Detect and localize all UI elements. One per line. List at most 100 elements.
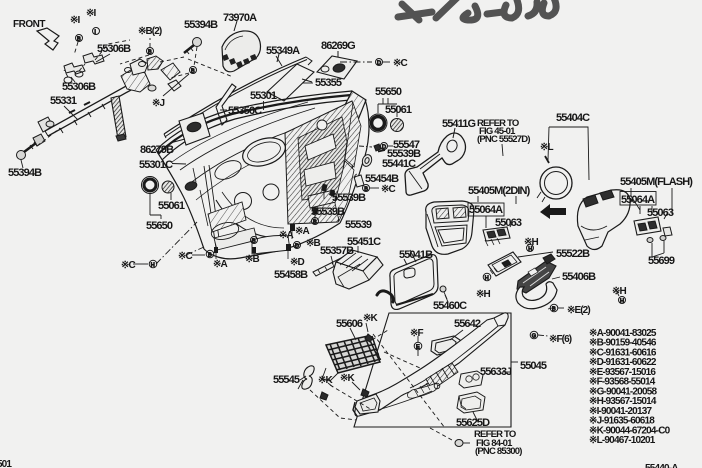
svg-text:※B(2): ※B(2) (138, 26, 162, 37)
svg-text:B: B (77, 37, 81, 43)
svg-text:REFER TO: REFER TO (477, 118, 519, 129)
svg-text:FIG 45-01: FIG 45-01 (479, 126, 516, 137)
svg-text:55606: 55606 (336, 318, 363, 330)
svg-text:G: G (532, 334, 536, 340)
svg-text:※H: ※H (524, 237, 538, 248)
svg-text:※G-90041-20058: ※G-90041-20058 (589, 386, 657, 397)
svg-text:D: D (382, 145, 386, 151)
svg-text:55633J: 55633J (480, 366, 512, 378)
svg-text:55306B: 55306B (62, 81, 96, 93)
svg-text:※L: ※L (540, 142, 553, 153)
svg-text:55454B: 55454B (365, 173, 399, 185)
svg-text:※A: ※A (295, 226, 309, 237)
svg-text:※C: ※C (121, 260, 135, 271)
svg-text:※F(6): ※F(6) (549, 334, 572, 345)
svg-text:※F: ※F (410, 328, 423, 339)
svg-text:I: I (94, 30, 96, 36)
svg-text:55394B: 55394B (8, 167, 42, 179)
svg-text:55041B: 55041B (399, 249, 433, 261)
svg-text:※H: ※H (476, 289, 490, 300)
svg-text:55539B: 55539B (311, 206, 345, 218)
svg-text:※I: ※I (70, 15, 80, 26)
svg-text:※H-93567-15014: ※H-93567-15014 (589, 396, 657, 407)
svg-text:55406B: 55406B (562, 271, 596, 283)
svg-text:※K: ※K (318, 375, 333, 386)
svg-text:E: E (416, 345, 420, 351)
svg-text:※J: ※J (152, 98, 164, 109)
svg-text:B: B (148, 50, 152, 56)
svg-text:※C: ※C (178, 251, 192, 262)
svg-text:B: B (313, 220, 317, 226)
svg-text:※I-90041-20137: ※I-90041-20137 (589, 406, 652, 417)
svg-text:55451C: 55451C (347, 236, 381, 248)
svg-text:55405M(2DIN): 55405M(2DIN) (468, 185, 531, 197)
svg-text:※E(2): ※E(2) (567, 305, 590, 316)
svg-text:55545: 55545 (273, 374, 300, 386)
svg-text:55301: 55301 (250, 90, 277, 102)
svg-text:55355: 55355 (315, 77, 342, 89)
svg-text:※D-91631-60622: ※D-91631-60622 (589, 357, 657, 368)
svg-text:55061: 55061 (385, 104, 412, 116)
svg-text:55301C: 55301C (139, 159, 173, 171)
svg-text:H: H (485, 276, 489, 282)
svg-text:※H: ※H (612, 286, 626, 297)
svg-text:55064A: 55064A (621, 194, 655, 206)
svg-text:55547: 55547 (393, 139, 420, 151)
svg-text:※B: ※B (245, 254, 259, 265)
svg-text:FRONT: FRONT (13, 19, 45, 30)
svg-text:※C: ※C (393, 58, 407, 69)
svg-text:55539B: 55539B (332, 192, 366, 204)
svg-text:H: H (620, 298, 624, 304)
svg-text:55411G: 55411G (442, 118, 475, 130)
svg-text:55539B: 55539B (387, 148, 421, 160)
svg-text:55539: 55539 (345, 219, 372, 231)
svg-text:※A: ※A (279, 230, 293, 241)
svg-text:※K: ※K (340, 373, 355, 384)
svg-text:55405M(FLASH): 55405M(FLASH) (620, 176, 693, 188)
svg-text:B: B (208, 253, 212, 259)
svg-text:55625D: 55625D (456, 417, 490, 429)
svg-text:※B: ※B (306, 238, 320, 249)
svg-text:55699: 55699 (648, 255, 675, 267)
svg-text:55642: 55642 (454, 318, 481, 330)
svg-text:55357B: 55357B (320, 245, 354, 257)
svg-text:55522B: 55522B (556, 248, 590, 260)
svg-text:※K: ※K (363, 313, 378, 324)
svg-text:55394B: 55394B (184, 19, 218, 31)
svg-text:B: B (252, 239, 256, 245)
svg-text:55404C: 55404C (556, 112, 590, 124)
svg-text:55460C: 55460C (433, 300, 467, 312)
svg-text:※C: ※C (381, 184, 395, 195)
svg-text:B: B (191, 69, 195, 75)
svg-text:501: 501 (0, 459, 12, 468)
svg-text:※K-90044-67204-C0: ※K-90044-67204-C0 (589, 425, 671, 436)
svg-text:※I: ※I (86, 8, 96, 19)
svg-text:86279B: 86279B (140, 144, 174, 156)
svg-text:55650: 55650 (375, 86, 402, 98)
svg-text:FIG 84-01: FIG 84-01 (476, 438, 513, 449)
svg-text:※A-90041-83025: ※A-90041-83025 (589, 328, 657, 339)
svg-text:55306B: 55306B (97, 43, 131, 55)
svg-text:55650: 55650 (146, 220, 173, 232)
svg-text:(PNC 55527D): (PNC 55527D) (477, 134, 530, 145)
svg-text:73970A: 73970A (223, 12, 257, 24)
svg-text:※D: ※D (290, 257, 304, 268)
svg-text:H: H (151, 263, 155, 269)
svg-text:※J-91635-60618: ※J-91635-60618 (589, 416, 655, 427)
svg-text:D: D (377, 61, 381, 67)
svg-text:55349A: 55349A (266, 45, 300, 57)
svg-text:※F-93568-55014: ※F-93568-55014 (589, 377, 656, 388)
svg-text:86269G: 86269G (321, 40, 355, 52)
svg-text:D: D (295, 244, 299, 250)
svg-text:55063: 55063 (495, 217, 522, 229)
svg-text:55064A: 55064A (469, 204, 503, 216)
svg-text:※B-90159-40546: ※B-90159-40546 (589, 338, 657, 349)
svg-text:H: H (528, 246, 532, 252)
svg-text:※E-93567-15016: ※E-93567-15016 (589, 367, 656, 378)
svg-text:※A: ※A (213, 259, 227, 270)
svg-text:55331: 55331 (50, 95, 77, 107)
svg-text:※L-90467-10201: ※L-90467-10201 (589, 435, 656, 446)
svg-text:55458B: 55458B (274, 269, 308, 281)
svg-text:(PNC 85300): (PNC 85300) (475, 446, 522, 457)
svg-text:55063: 55063 (647, 207, 674, 219)
